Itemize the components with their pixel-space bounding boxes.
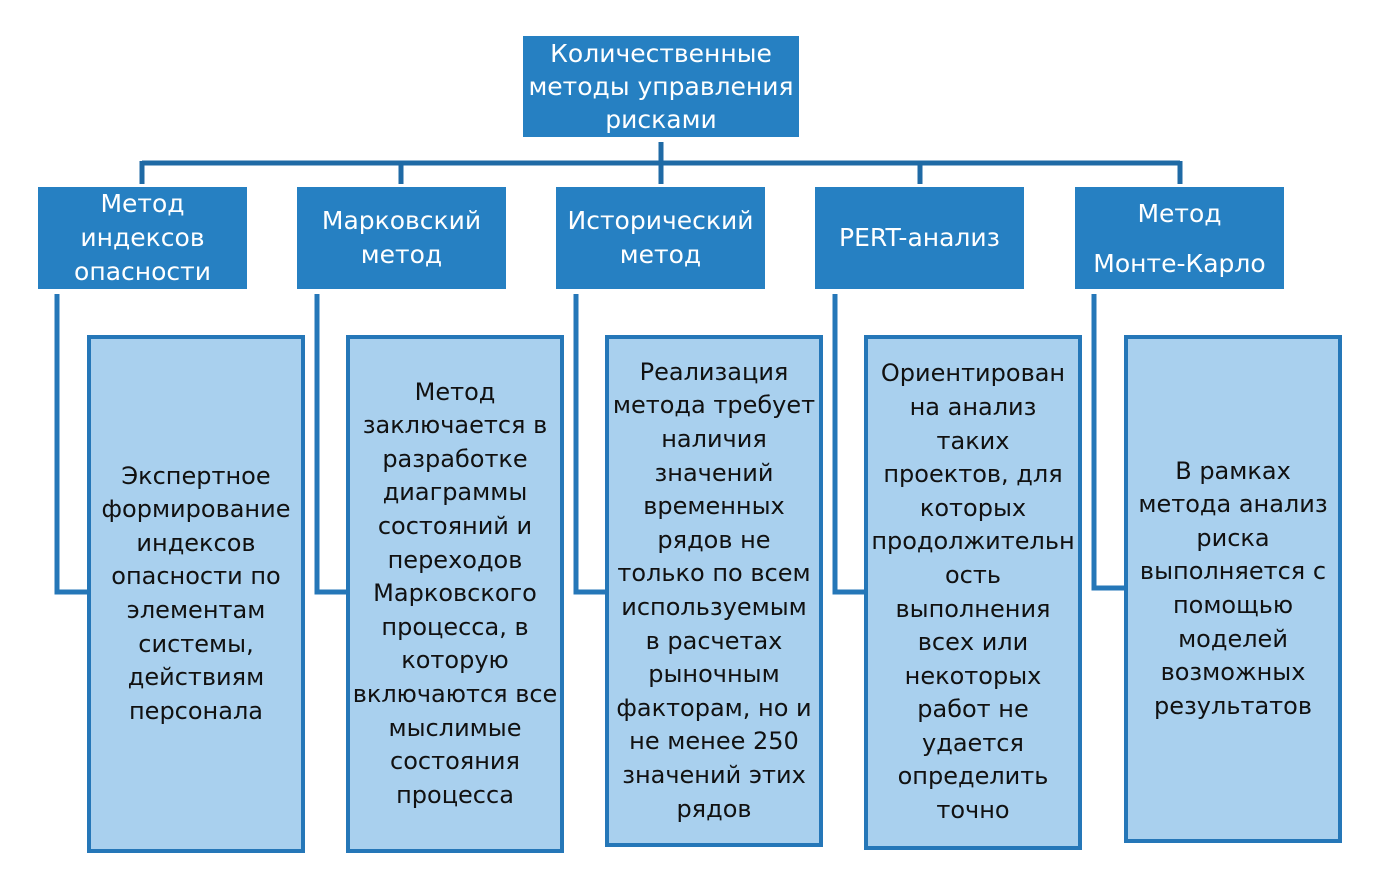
method-node-pert: PERT-анализ: [815, 187, 1024, 289]
method-node-label: Исторический метод: [567, 206, 754, 269]
method-node-label: Марковский метод: [321, 206, 482, 269]
description-historical: Реализация метода требует наличия значен…: [605, 335, 823, 847]
elbow-4: [832, 294, 867, 595]
elbow-1: [54, 294, 90, 595]
method-node-monte-carlo: Метод Монте-Карло: [1075, 187, 1284, 289]
description-pert: Ориентирован на анализ таких проектов, д…: [864, 335, 1082, 850]
description-text: Экспертное формирование индексов опаснос…: [101, 461, 291, 725]
elbow-3: [573, 294, 608, 595]
method-node-label: PERT-анализ: [839, 223, 1000, 252]
method-node-label: Метод Монте-Карло: [1093, 198, 1266, 278]
method-node-markov: Марковский метод: [297, 187, 506, 289]
description-text: Ориентирован на анализ таких проектов, д…: [871, 359, 1075, 825]
description-markov: Метод заключается в разработке диаграммы…: [346, 335, 564, 853]
elbow-5: [1091, 294, 1127, 591]
method-node-hazard-index: Метод индексов опасности: [38, 187, 247, 289]
root-node-label: Количественные методы управления рисками: [528, 39, 794, 134]
description-hazard-index: Экспертное формирование индексов опаснос…: [87, 335, 305, 853]
description-monte-carlo: В рамках метода анализ риска выполняется…: [1124, 335, 1342, 843]
description-text: Реализация метода требует наличия значен…: [612, 357, 816, 823]
method-node-label: Метод индексов опасности: [74, 189, 211, 286]
method-node-historical: Исторический метод: [556, 187, 765, 289]
elbow-2: [314, 294, 349, 595]
description-text: В рамках метода анализ риска выполняется…: [1138, 456, 1328, 720]
description-text: Метод заключается в разработке диаграммы…: [352, 377, 558, 809]
root-node: Количественные методы управления рисками: [523, 36, 799, 137]
